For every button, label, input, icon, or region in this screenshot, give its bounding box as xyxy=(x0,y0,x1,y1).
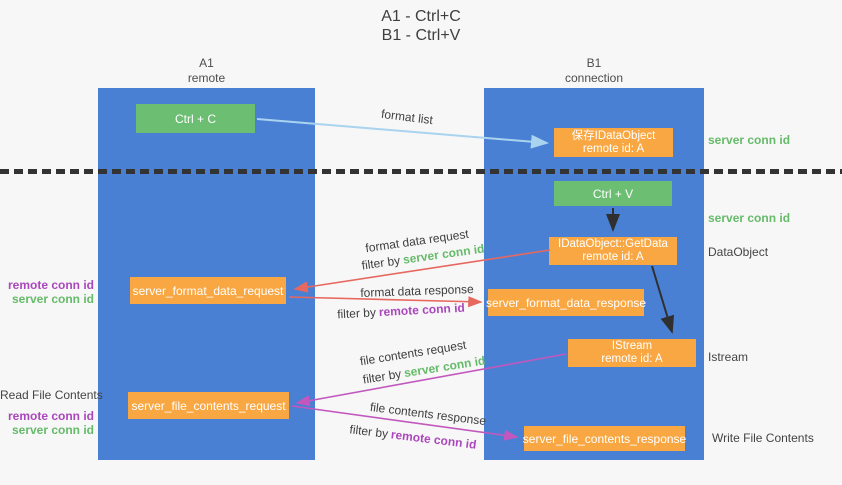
lane-header-a1: A1 remote xyxy=(98,56,315,86)
remote-conn-id-annotation: remote conn id xyxy=(7,278,94,292)
dashed-separator xyxy=(0,169,842,174)
format-list-label: format list xyxy=(380,106,434,128)
filter-by-text: filter by xyxy=(360,253,402,273)
left-conn-id-annotations-top: remote conn id server conn id xyxy=(0,278,94,306)
format-data-response-label: format data response xyxy=(360,282,474,300)
server-format-data-request-label: server_format_data_request xyxy=(132,283,284,298)
istream-line1: IStream xyxy=(611,340,653,352)
server-format-data-request-node: server_format_data_request xyxy=(130,277,286,304)
istream-line2: remote id: A xyxy=(601,353,663,365)
getdata-line1: IDataObject::GetData xyxy=(558,238,668,250)
server-conn-id-annotation: server conn id xyxy=(11,292,94,306)
left-conn-id-annotations-bottom: remote conn id server conn id xyxy=(0,409,94,437)
server-conn-id-annotation-mid: server conn id xyxy=(708,211,791,225)
getdata-line2: remote id: A xyxy=(582,251,644,263)
istream-node: IStream remote id: A xyxy=(568,339,696,367)
filter-by-text: filter by xyxy=(361,366,403,387)
istream-annotation: Istream xyxy=(708,350,749,364)
server-file-contents-response-node: server_file_contents_response xyxy=(522,426,687,451)
file-contents-response-label: file contents response xyxy=(369,399,487,429)
ctrl-c-label: Ctrl + C xyxy=(174,111,216,126)
save-dataobject-line1: 保存IDataObject xyxy=(571,129,656,142)
filter-by-text: filter by xyxy=(348,422,389,441)
save-dataobject-line2: remote id: A xyxy=(582,142,645,155)
server-format-data-response-node: server_format_data_response xyxy=(485,289,647,316)
server-conn-id-annotation-top: server conn id xyxy=(708,133,791,147)
server-format-data-response-label: server_format_data_response xyxy=(485,295,647,310)
filter-by-remote-conn-id-label-2: filter byremote conn id xyxy=(349,422,477,451)
dataobject-annotation: DataObject xyxy=(708,245,769,259)
remote-conn-id-annotation: remote conn id xyxy=(7,409,94,423)
write-file-contents-annotation: Write File Contents xyxy=(712,431,814,445)
ctrl-c-node: Ctrl + C xyxy=(136,104,255,133)
lane-header-b1: B1 connection xyxy=(484,56,704,86)
save-dataobject-node: 保存IDataObject remote id: A xyxy=(554,128,673,157)
ctrl-v-label: Ctrl + V xyxy=(592,186,634,201)
read-file-contents-annotation: Read File Contents xyxy=(0,388,103,402)
lane-b1-role: connection xyxy=(564,71,624,85)
filter-by-text: filter by xyxy=(336,305,377,322)
title-line-2: B1 - Ctrl+V xyxy=(381,27,461,44)
server-file-contents-request-label: server_file_contents_request xyxy=(131,398,286,413)
lane-a1-role: remote xyxy=(187,71,226,85)
server-conn-id-annotation: server conn id xyxy=(11,423,94,437)
server-file-contents-response-label: server_file_contents_response xyxy=(522,431,687,446)
ctrl-v-node: Ctrl + V xyxy=(554,181,672,206)
lane-b1-name: B1 xyxy=(586,56,602,70)
diagram-title: A1 - Ctrl+C B1 - Ctrl+V xyxy=(0,7,842,45)
getdata-node: IDataObject::GetData remote id: A xyxy=(549,237,677,265)
title-line-1: A1 - Ctrl+C xyxy=(381,8,461,25)
server-file-contents-request-node: server_file_contents_request xyxy=(128,392,289,419)
remote-conn-id-text: remote conn id xyxy=(378,300,466,320)
lane-a1-name: A1 xyxy=(199,56,214,70)
remote-conn-id-text: remote conn id xyxy=(390,427,478,452)
